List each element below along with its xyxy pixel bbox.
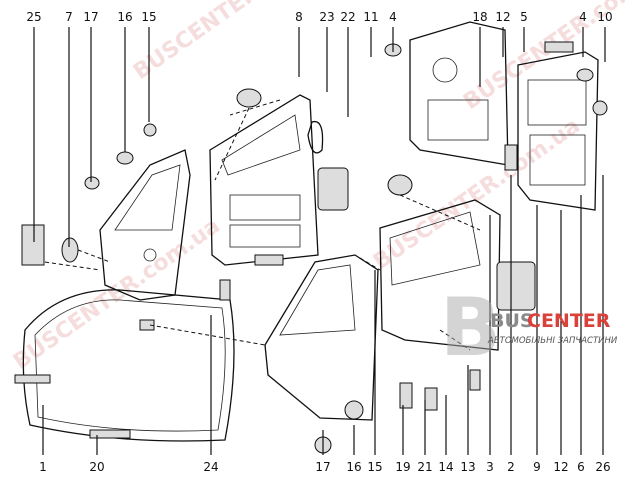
leader-dashes bbox=[44, 99, 481, 351]
callout-label: 1 bbox=[39, 460, 47, 474]
plug bbox=[61, 237, 79, 263]
callout-label: 25 bbox=[26, 10, 41, 24]
plug bbox=[344, 400, 364, 420]
plug bbox=[592, 100, 608, 116]
logo-bus: BUS bbox=[490, 310, 534, 332]
plug bbox=[576, 68, 594, 82]
plug bbox=[84, 176, 100, 190]
bumper bbox=[387, 174, 413, 196]
callout-label: 11 bbox=[363, 10, 378, 24]
callout-label: 4 bbox=[389, 10, 397, 24]
callout-label: 15 bbox=[367, 460, 382, 474]
striker bbox=[424, 387, 438, 411]
callout-label: 16 bbox=[346, 460, 361, 474]
windscreen bbox=[22, 289, 235, 442]
callout-label: 12 bbox=[495, 10, 510, 24]
sliding-door bbox=[379, 199, 501, 351]
callout-label: 19 bbox=[395, 460, 410, 474]
callout-label: 10 bbox=[597, 10, 612, 24]
callout-label: 15 bbox=[141, 10, 156, 24]
callout-label: 3 bbox=[486, 460, 494, 474]
plug bbox=[143, 123, 157, 137]
logo-letter: B bbox=[440, 281, 501, 374]
callout-label: 16 bbox=[117, 10, 132, 24]
logo-center: CENTER bbox=[527, 310, 611, 332]
callout-label: 9 bbox=[533, 460, 541, 474]
clip bbox=[139, 319, 155, 331]
callout-label: 13 bbox=[460, 460, 475, 474]
callout-label: 21 bbox=[417, 460, 432, 474]
callout-label: 14 bbox=[438, 460, 453, 474]
callout-label: 17 bbox=[315, 460, 330, 474]
part-handle bbox=[307, 120, 324, 154]
front-door-right bbox=[264, 254, 379, 421]
logo-tagline: АВТОМОБІЛЬНІ ЗАПЧАСТИНИ bbox=[487, 336, 618, 346]
callout-label: 7 bbox=[65, 10, 73, 24]
part-lamp bbox=[496, 261, 536, 311]
callout-label: 12 bbox=[553, 460, 568, 474]
hinge bbox=[219, 279, 231, 301]
callout-label: 5 bbox=[520, 10, 528, 24]
callout-label: 18 bbox=[472, 10, 487, 24]
callout-label: 8 bbox=[295, 10, 303, 24]
watermark-text: BUSCENTER.com.ua bbox=[129, 0, 345, 85]
wiper-bracket bbox=[14, 374, 51, 384]
callout-label: 6 bbox=[577, 460, 585, 474]
bumper bbox=[236, 88, 262, 108]
small-parts bbox=[14, 41, 608, 454]
front-door-left bbox=[99, 149, 191, 301]
callout-label: 26 bbox=[595, 460, 610, 474]
handle bbox=[544, 41, 574, 53]
latch bbox=[469, 369, 481, 391]
hinge bbox=[504, 144, 518, 171]
side-panel bbox=[209, 94, 319, 266]
part-cover bbox=[317, 167, 349, 211]
callout-label: 2 bbox=[507, 460, 515, 474]
buscenter-logo: B BUS CENTER АВТОМОБІЛЬНІ ЗАПЧАСТИНИ bbox=[440, 281, 618, 374]
callout-label: 23 bbox=[319, 10, 334, 24]
rear-door-right bbox=[517, 51, 599, 211]
callout-label: 22 bbox=[340, 10, 355, 24]
callout-label: 4 bbox=[579, 10, 587, 24]
wiper-bracket bbox=[89, 429, 131, 439]
hinge bbox=[399, 382, 413, 409]
callout-label: 17 bbox=[83, 10, 98, 24]
plug bbox=[116, 151, 134, 165]
top-callouts: 25 7 17 16 15 8 23 22 11 4 18 12 5 4 10 bbox=[26, 10, 613, 247]
callout-label: 24 bbox=[203, 460, 218, 474]
vent-grille bbox=[21, 224, 45, 266]
callout-label: 20 bbox=[89, 460, 104, 474]
handle bbox=[254, 254, 284, 266]
